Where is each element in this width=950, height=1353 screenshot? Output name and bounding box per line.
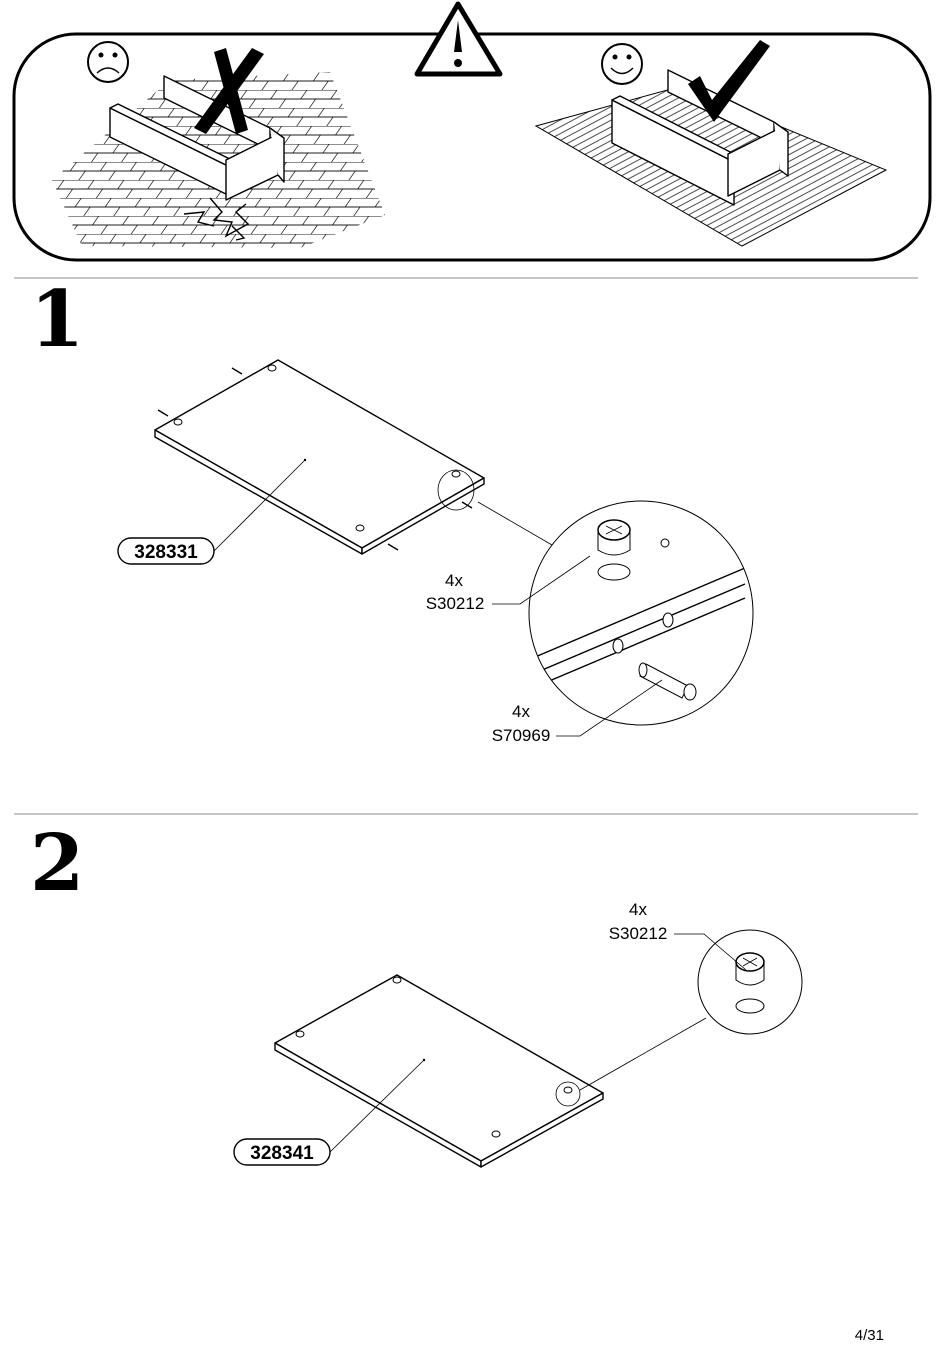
hardware-code: S70969 — [492, 726, 551, 745]
hardware-quantity: 4x — [445, 571, 463, 590]
zoom-detail-cam — [698, 930, 802, 1034]
sad-face-icon — [88, 42, 128, 82]
zoom-detail-cam-and-dowel — [528, 500, 753, 725]
page-number: 4/31 — [855, 1327, 884, 1344]
warning-banner — [14, 4, 930, 260]
part-number: 328331 — [134, 542, 198, 563]
zoom-leader — [478, 502, 552, 545]
step-number: 2 — [30, 818, 84, 909]
panel-illustration — [275, 975, 603, 1167]
step-number: 1 — [30, 274, 84, 365]
zoom-leader — [580, 1018, 706, 1090]
step-1: 1 — [30, 274, 753, 745]
hardware-code: S30212 — [609, 924, 668, 943]
part-number: 328341 — [250, 1143, 314, 1164]
panel-illustration — [155, 360, 484, 554]
step-2: 2 — [30, 818, 802, 1167]
hardware-code: S30212 — [426, 594, 485, 613]
smiley-face-icon — [602, 44, 642, 84]
hardware-quantity: 4x — [629, 900, 647, 919]
hardware-quantity: 4x — [512, 702, 530, 721]
